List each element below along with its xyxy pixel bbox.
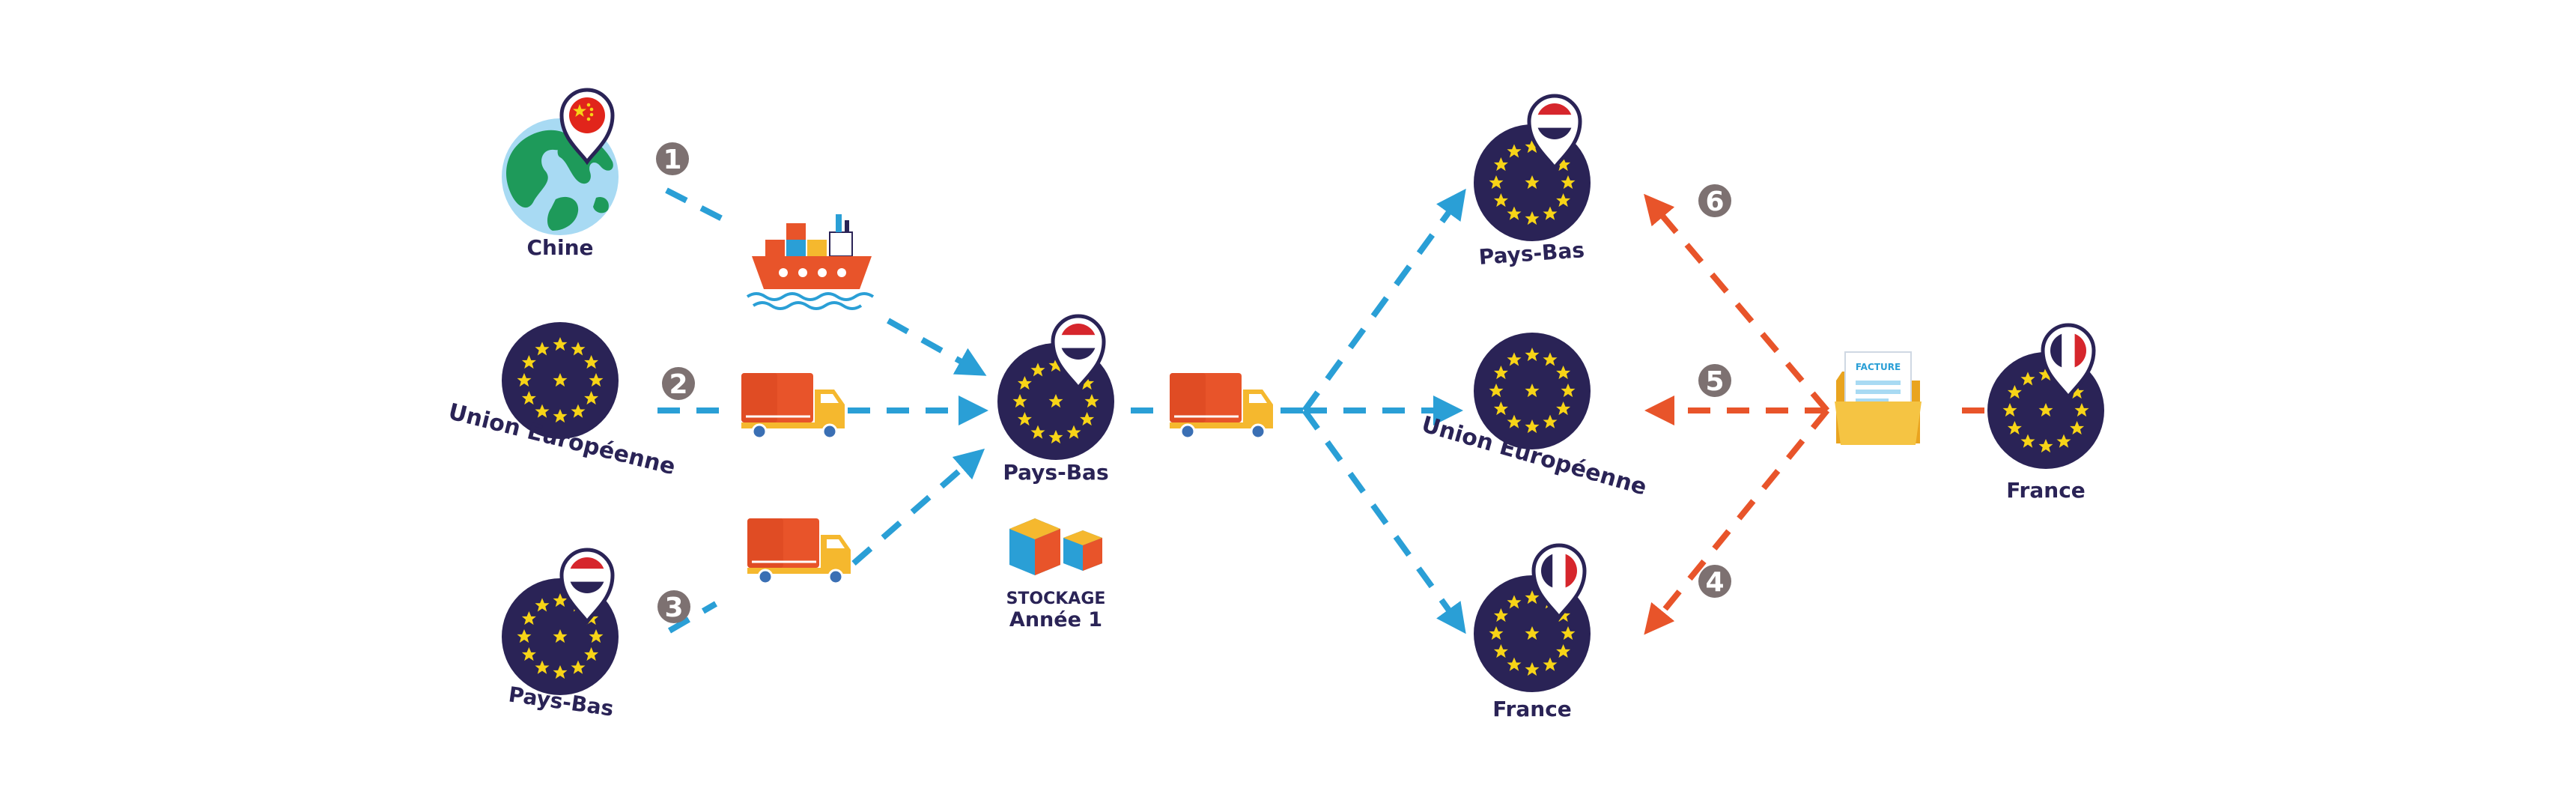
svg-text:2: 2: [669, 369, 687, 400]
svg-text:5: 5: [1705, 366, 1724, 397]
storage-title: STOCKAGE: [1006, 590, 1106, 608]
step-badges: 1 2 3 4 5 6: [656, 142, 1731, 623]
flow-line-ship-to-nl: [887, 318, 987, 376]
step-badge-3: 3: [657, 590, 690, 623]
node-label-fr-right: France: [1492, 697, 1572, 721]
flow-line-china-to-ship: [665, 187, 735, 228]
step-badge-5: 5: [1698, 364, 1731, 397]
node-label-fr-far: France: [2006, 478, 2086, 503]
truck-icon: [1168, 372, 1275, 440]
node-label-nl-center: Pays-Bas: [1003, 460, 1108, 485]
truck-icon: [740, 372, 846, 440]
invoice-label: FACTURE: [1856, 362, 1901, 372]
cargo-ship-icon: [746, 214, 875, 310]
flow-line-hub-to-fr: [1301, 408, 1466, 634]
storage-year: Année 1: [1009, 608, 1102, 631]
invoice-folder-icon: FACTURE: [1835, 351, 1922, 445]
svg-text:3: 3: [664, 593, 683, 623]
svg-text:1: 1: [663, 145, 681, 175]
node-fr-far: France: [1987, 325, 2104, 503]
inbound-flow-lines: [657, 187, 988, 634]
node-china: Chine: [502, 90, 619, 260]
svg-text:6: 6: [1705, 187, 1724, 217]
flow-line-nl-to-truck: [667, 601, 718, 634]
invoice-line-to-fr: [1644, 408, 1830, 635]
boxes-icon: [1009, 518, 1102, 575]
outbound-flow-lines: [1131, 188, 1466, 634]
truck-icon: [746, 517, 852, 585]
node-nl-left: Pays-Bas: [502, 550, 619, 721]
step-badge-6: 6: [1698, 184, 1731, 217]
storage-block: STOCKAGE Année 1: [1006, 518, 1106, 631]
node-label-china: Chine: [526, 235, 593, 260]
step-badge-1: 1: [656, 142, 689, 175]
node-nl-right: Pays-Bas: [1474, 96, 1591, 270]
invoice-flow-lines: [1644, 193, 1984, 635]
node-nl-center: Pays-Bas: [997, 316, 1114, 485]
step-badge-2: 2: [662, 367, 695, 400]
node-eu-right: Union Européenne: [1418, 333, 1650, 501]
node-label-nl-right: Pays-Bas: [1478, 237, 1585, 270]
step-badge-4: 4: [1698, 565, 1731, 598]
node-eu-left: Union Européenne: [446, 322, 678, 480]
invoice-line-to-nl: [1644, 193, 1830, 413]
node-fr-right: France: [1474, 545, 1591, 721]
svg-text:4: 4: [1705, 567, 1724, 598]
flow-line-truck2-to-nl: [851, 448, 985, 566]
flow-line-hub-to-nl: [1301, 188, 1466, 413]
